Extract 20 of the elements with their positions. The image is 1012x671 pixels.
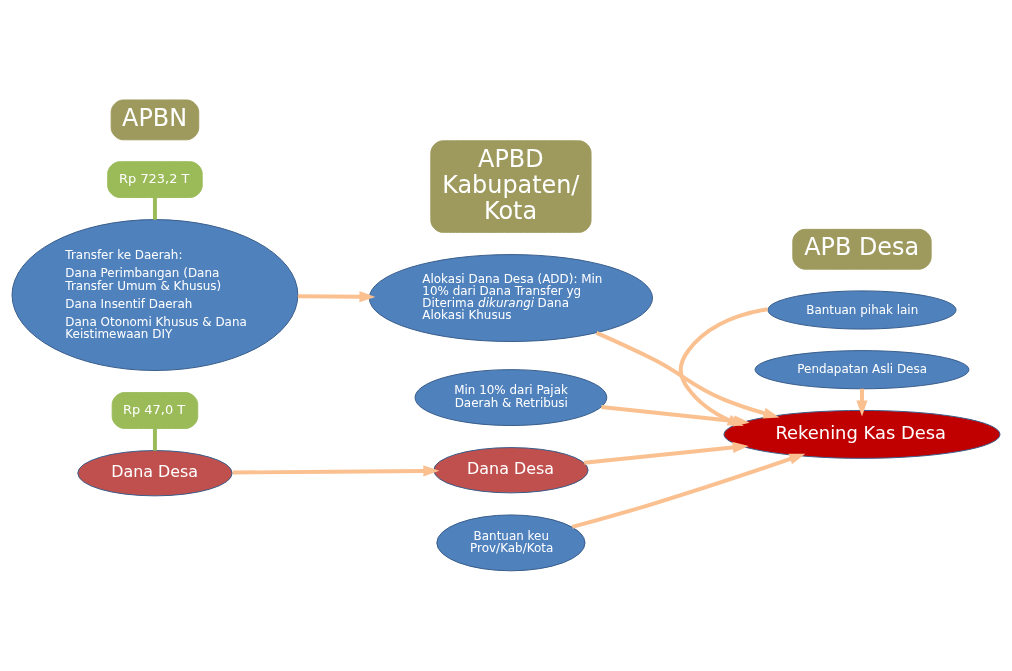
node-box: APB Desa xyxy=(792,228,932,270)
node-ellipse: Bantuan keu Prov/Kab/Kota xyxy=(436,514,586,572)
node-box: Rp 47,0 T xyxy=(111,392,199,429)
node-ellipse: Alokasi Dana Desa (ADD): Min 10% dari Dana Transfer yg Diterima dikurangi Dana Alokasi Khusus xyxy=(368,254,653,342)
node-ellipse: Dana Desa xyxy=(77,450,233,497)
node-ellipse: Min 10% dari Pajak Daerah & Retribusi xyxy=(414,369,608,426)
connector xyxy=(152,197,157,220)
arrow xyxy=(584,441,749,465)
node-ellipse: Pendapatan Asli Desa xyxy=(754,350,970,390)
node-ellipse: Transfer ke Daerah: Dana Perimbangan (Dana Transfer Umum & Khusus) Dana Insentif Daerah Dana Otonomi Khusus & Dana Keistimewaan DIY xyxy=(11,219,299,371)
node-ellipse: Bantuan pihak lain xyxy=(767,290,957,330)
connector xyxy=(152,428,157,451)
arrow xyxy=(232,465,440,477)
arrow xyxy=(571,453,806,529)
node-box: APBN xyxy=(110,99,200,141)
node-ellipse: Dana Desa xyxy=(433,447,589,494)
node-box: Rp 723,2 T xyxy=(107,161,203,198)
arrow xyxy=(297,291,376,303)
arrow xyxy=(595,331,780,419)
node-box: APBD Kabupaten/ Kota xyxy=(430,140,592,233)
